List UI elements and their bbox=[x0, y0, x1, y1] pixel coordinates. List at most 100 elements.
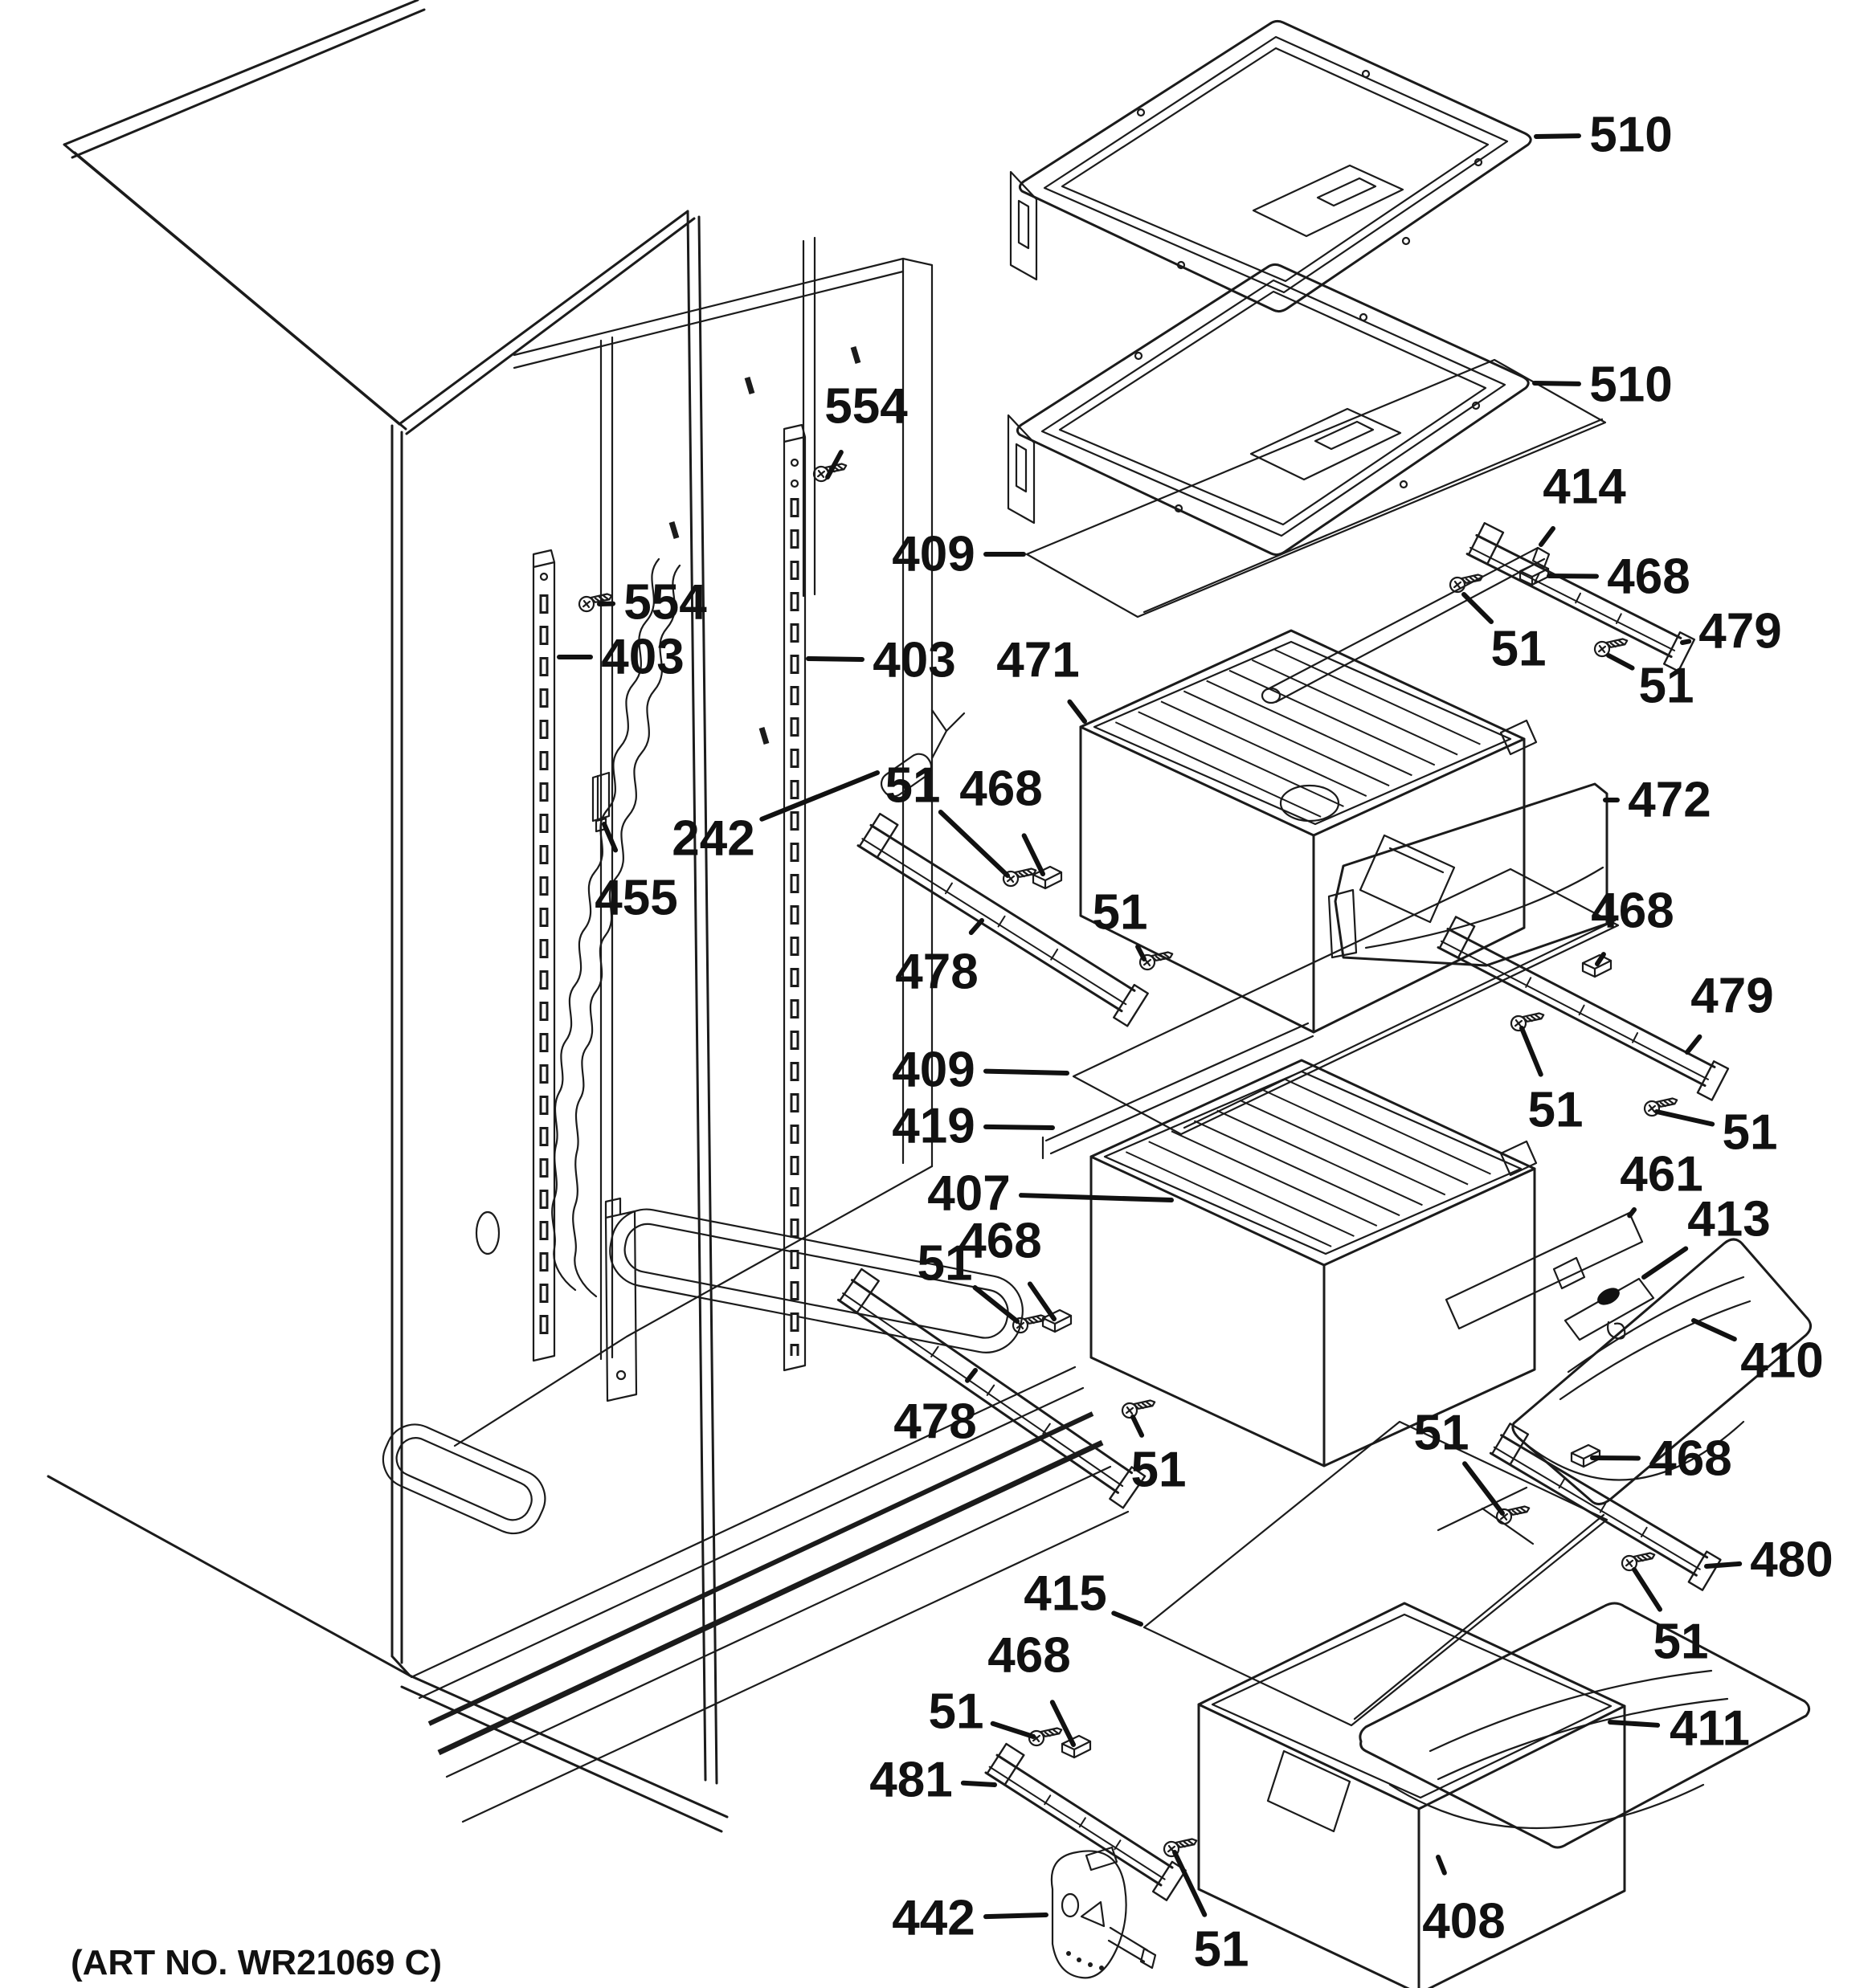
part-number-label: 410 bbox=[1740, 1333, 1823, 1389]
part-number-label: 411 bbox=[1670, 1701, 1750, 1757]
part-number-label: 409 bbox=[892, 527, 975, 582]
part-callout-403: 403 bbox=[806, 633, 956, 688]
part-callout-480: 480 bbox=[1704, 1533, 1833, 1588]
part-number-label: 455 bbox=[595, 871, 677, 926]
part-number-label: 479 bbox=[1698, 604, 1781, 659]
glass-shelf-409-lower bbox=[1072, 867, 1620, 1136]
part-callout-410: 410 bbox=[1691, 1318, 1824, 1389]
part-number-label: 51 bbox=[885, 758, 941, 814]
part-number-label: 409 bbox=[892, 1043, 975, 1098]
shelf-track-403-right bbox=[783, 423, 807, 1372]
part-callout-51: 51 bbox=[885, 758, 1010, 878]
part-callout-510: 510 bbox=[1532, 357, 1673, 413]
slide-rail bbox=[984, 1742, 1187, 1901]
drawer-pan-407 bbox=[1089, 1059, 1538, 1468]
part-callout-471: 471 bbox=[996, 633, 1087, 724]
part-callout-51: 51 bbox=[1093, 885, 1148, 961]
screw-51-icon bbox=[575, 582, 614, 618]
part-callout-407: 407 bbox=[927, 1166, 1174, 1222]
part-number-label: 481 bbox=[869, 1753, 952, 1808]
part-number-label: 51 bbox=[929, 1684, 984, 1740]
slide-rails-layer bbox=[836, 522, 1730, 1901]
slide-rail bbox=[1465, 522, 1696, 672]
part-number-label: 419 bbox=[892, 1099, 975, 1154]
part-number-label: 51 bbox=[1723, 1105, 1778, 1161]
part-callout-455: 455 bbox=[595, 822, 678, 926]
floor-glide-ridges bbox=[382, 1208, 1024, 1535]
part-callout-415: 415 bbox=[1024, 1566, 1143, 1627]
part-callout-413: 413 bbox=[1641, 1192, 1771, 1280]
shelf-trim-419 bbox=[1041, 1022, 1314, 1160]
cover-trim-461 bbox=[1445, 1211, 1644, 1330]
part-callout-51: 51 bbox=[1130, 1414, 1187, 1498]
part-number-label: 554 bbox=[623, 575, 707, 631]
pan-ribs bbox=[1125, 1078, 1491, 1247]
slide-rail bbox=[1437, 916, 1730, 1101]
part-callout-51: 51 bbox=[1606, 653, 1694, 714]
part-number-label: 472 bbox=[1628, 773, 1711, 828]
part-number-label: 51 bbox=[918, 1236, 973, 1292]
part-callout-479: 479 bbox=[1685, 969, 1774, 1055]
part-callout-419: 419 bbox=[892, 1099, 1055, 1154]
part-callout-409: 409 bbox=[892, 527, 1026, 582]
part-callout-554: 554 bbox=[824, 379, 908, 480]
shelf-track-403-left bbox=[532, 549, 556, 1362]
glass-shelf-409-upper bbox=[1025, 358, 1607, 618]
part-number-label: 468 bbox=[959, 1214, 1041, 1269]
part-callout-403: 403 bbox=[557, 630, 685, 685]
part-number-label: 480 bbox=[1750, 1533, 1833, 1588]
part-number-label: 51 bbox=[1414, 1406, 1469, 1461]
part-callout-51: 51 bbox=[1172, 1850, 1249, 1978]
part-number-label: 407 bbox=[927, 1166, 1010, 1222]
latch-module-413 bbox=[1563, 1277, 1655, 1341]
part-number-label: 461 bbox=[1620, 1147, 1702, 1202]
part-number-label: 510 bbox=[1589, 108, 1672, 163]
part-number-label: 242 bbox=[672, 811, 754, 867]
art-number: (ART NO. WR21069 C) bbox=[71, 1943, 442, 1982]
drawer-pan-471 bbox=[1079, 629, 1538, 1034]
part-number-label: 51 bbox=[1194, 1922, 1249, 1978]
part-number-label: 408 bbox=[1422, 1894, 1505, 1949]
part-number-label: 413 bbox=[1687, 1192, 1770, 1247]
part-callout-468: 468 bbox=[1591, 884, 1674, 966]
part-callout-414: 414 bbox=[1539, 459, 1626, 547]
part-callout-478: 478 bbox=[895, 918, 984, 1000]
part-number-label: 414 bbox=[1543, 459, 1626, 515]
shelf-frame-510-upper bbox=[1009, 19, 1532, 313]
part-callout-479: 479 bbox=[1680, 604, 1782, 659]
divider-stub bbox=[604, 1197, 638, 1402]
part-callout-411: 411 bbox=[1608, 1701, 1750, 1757]
part-callout-468: 468 bbox=[987, 1628, 1076, 1747]
part-callout-408: 408 bbox=[1422, 1855, 1506, 1949]
part-number-label: 479 bbox=[1690, 969, 1773, 1024]
part-callout-468: 468 bbox=[1547, 549, 1690, 605]
part-callout-51: 51 bbox=[1519, 1026, 1584, 1138]
part-number-label: 51 bbox=[1131, 1443, 1187, 1498]
part-number-label: 468 bbox=[1591, 884, 1674, 939]
clip-468-icon bbox=[1519, 561, 1550, 586]
damper-motor-442 bbox=[1050, 1846, 1157, 1979]
part-callout-409: 409 bbox=[892, 1043, 1069, 1098]
part-242-sensor bbox=[880, 708, 966, 798]
part-number-label: 478 bbox=[893, 1394, 976, 1450]
cabinet bbox=[47, 0, 1130, 1833]
part-number-label: 51 bbox=[1491, 622, 1547, 677]
part-callout-51: 51 bbox=[1414, 1406, 1505, 1516]
part-number-label: 403 bbox=[873, 633, 955, 688]
pan-ribs bbox=[1114, 648, 1481, 818]
glass-shelf-415 bbox=[1142, 1420, 1608, 1727]
part-number-label: 471 bbox=[996, 633, 1079, 688]
drain-hole bbox=[475, 1210, 501, 1255]
part-callout-51: 51 bbox=[1632, 1567, 1708, 1670]
part-number-label: 51 bbox=[1528, 1083, 1584, 1138]
part-number-label: 403 bbox=[601, 630, 684, 685]
slide-rail bbox=[1489, 1423, 1722, 1591]
clip-468-icon bbox=[1041, 1308, 1073, 1333]
part-callout-468: 468 bbox=[1590, 1431, 1732, 1487]
part-number-label: 442 bbox=[892, 1891, 975, 1946]
slide-rail bbox=[856, 812, 1149, 1027]
part-number-label: 51 bbox=[1093, 885, 1148, 941]
